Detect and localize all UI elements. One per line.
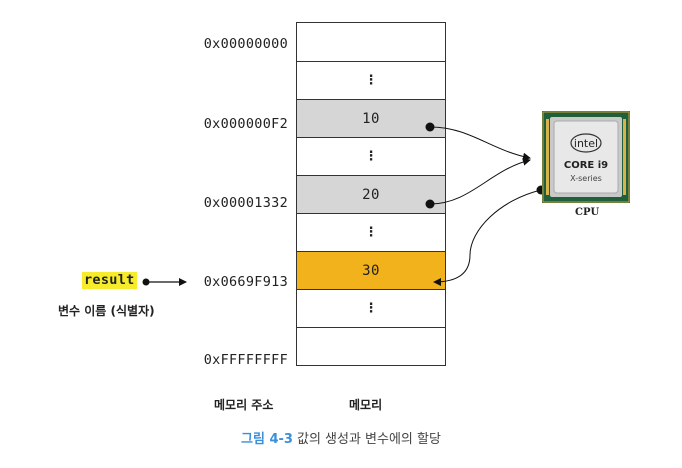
figure-title: 값의 생성과 변수에의 할당 — [296, 432, 441, 447]
memory-cell-highlighted: 10 — [296, 100, 446, 138]
memory-cell-value: 30 — [362, 262, 380, 279]
address-0xFFFFFFFF: 0xFFFFFFFF — [203, 352, 288, 368]
address-0x0669F913: 0x0669F913 — [203, 274, 288, 290]
variable-name-caption: 변수 이름 (식별자) — [58, 304, 155, 318]
value-10-to-cpu-arrow — [429, 126, 531, 161]
memory-cell-assigned: 30 — [296, 252, 446, 290]
memory-cell — [296, 328, 446, 366]
value-20-to-cpu-arrow — [429, 157, 531, 205]
memory-cell: ⋮ — [296, 290, 446, 328]
memory-label: 메모리 — [349, 398, 383, 412]
memory-cell — [296, 22, 446, 62]
memory-cell-value: 20 — [362, 186, 380, 203]
cpu-series: X-series — [570, 174, 602, 183]
ellipsis-icon: ⋮ — [364, 301, 378, 316]
memory-cell: ⋮ — [296, 138, 446, 176]
cpu-chip-icon: intel CORE i9 X-series — [542, 111, 630, 203]
ellipsis-icon: ⋮ — [364, 73, 378, 88]
memory-address-label: 메모리 주소 — [214, 398, 274, 412]
cpu-label: CPU — [575, 207, 600, 218]
cpu-model: CORE i9 — [564, 160, 608, 171]
cpu-brand: intel — [574, 137, 598, 150]
ellipsis-icon: ⋮ — [364, 225, 378, 240]
address-0x000000F2: 0x000000F2 — [203, 116, 288, 132]
memory-cell: ⋮ — [296, 62, 446, 100]
memory-cell-highlighted: 20 — [296, 176, 446, 214]
variable-name-result: result — [82, 272, 137, 289]
figure-number: 그림 4-3 — [241, 432, 293, 447]
ellipsis-icon: ⋮ — [364, 149, 378, 164]
address-0x00001332: 0x00001332 — [203, 195, 288, 211]
memory-cell: ⋮ — [296, 214, 446, 252]
memory-cell-value: 10 — [362, 110, 380, 127]
cpu-to-result-arrow — [433, 189, 542, 286]
address-0x00000000: 0x00000000 — [203, 36, 288, 52]
memory-block: ⋮ 10 ⋮ 20 ⋮ 30 ⋮ — [296, 22, 446, 366]
